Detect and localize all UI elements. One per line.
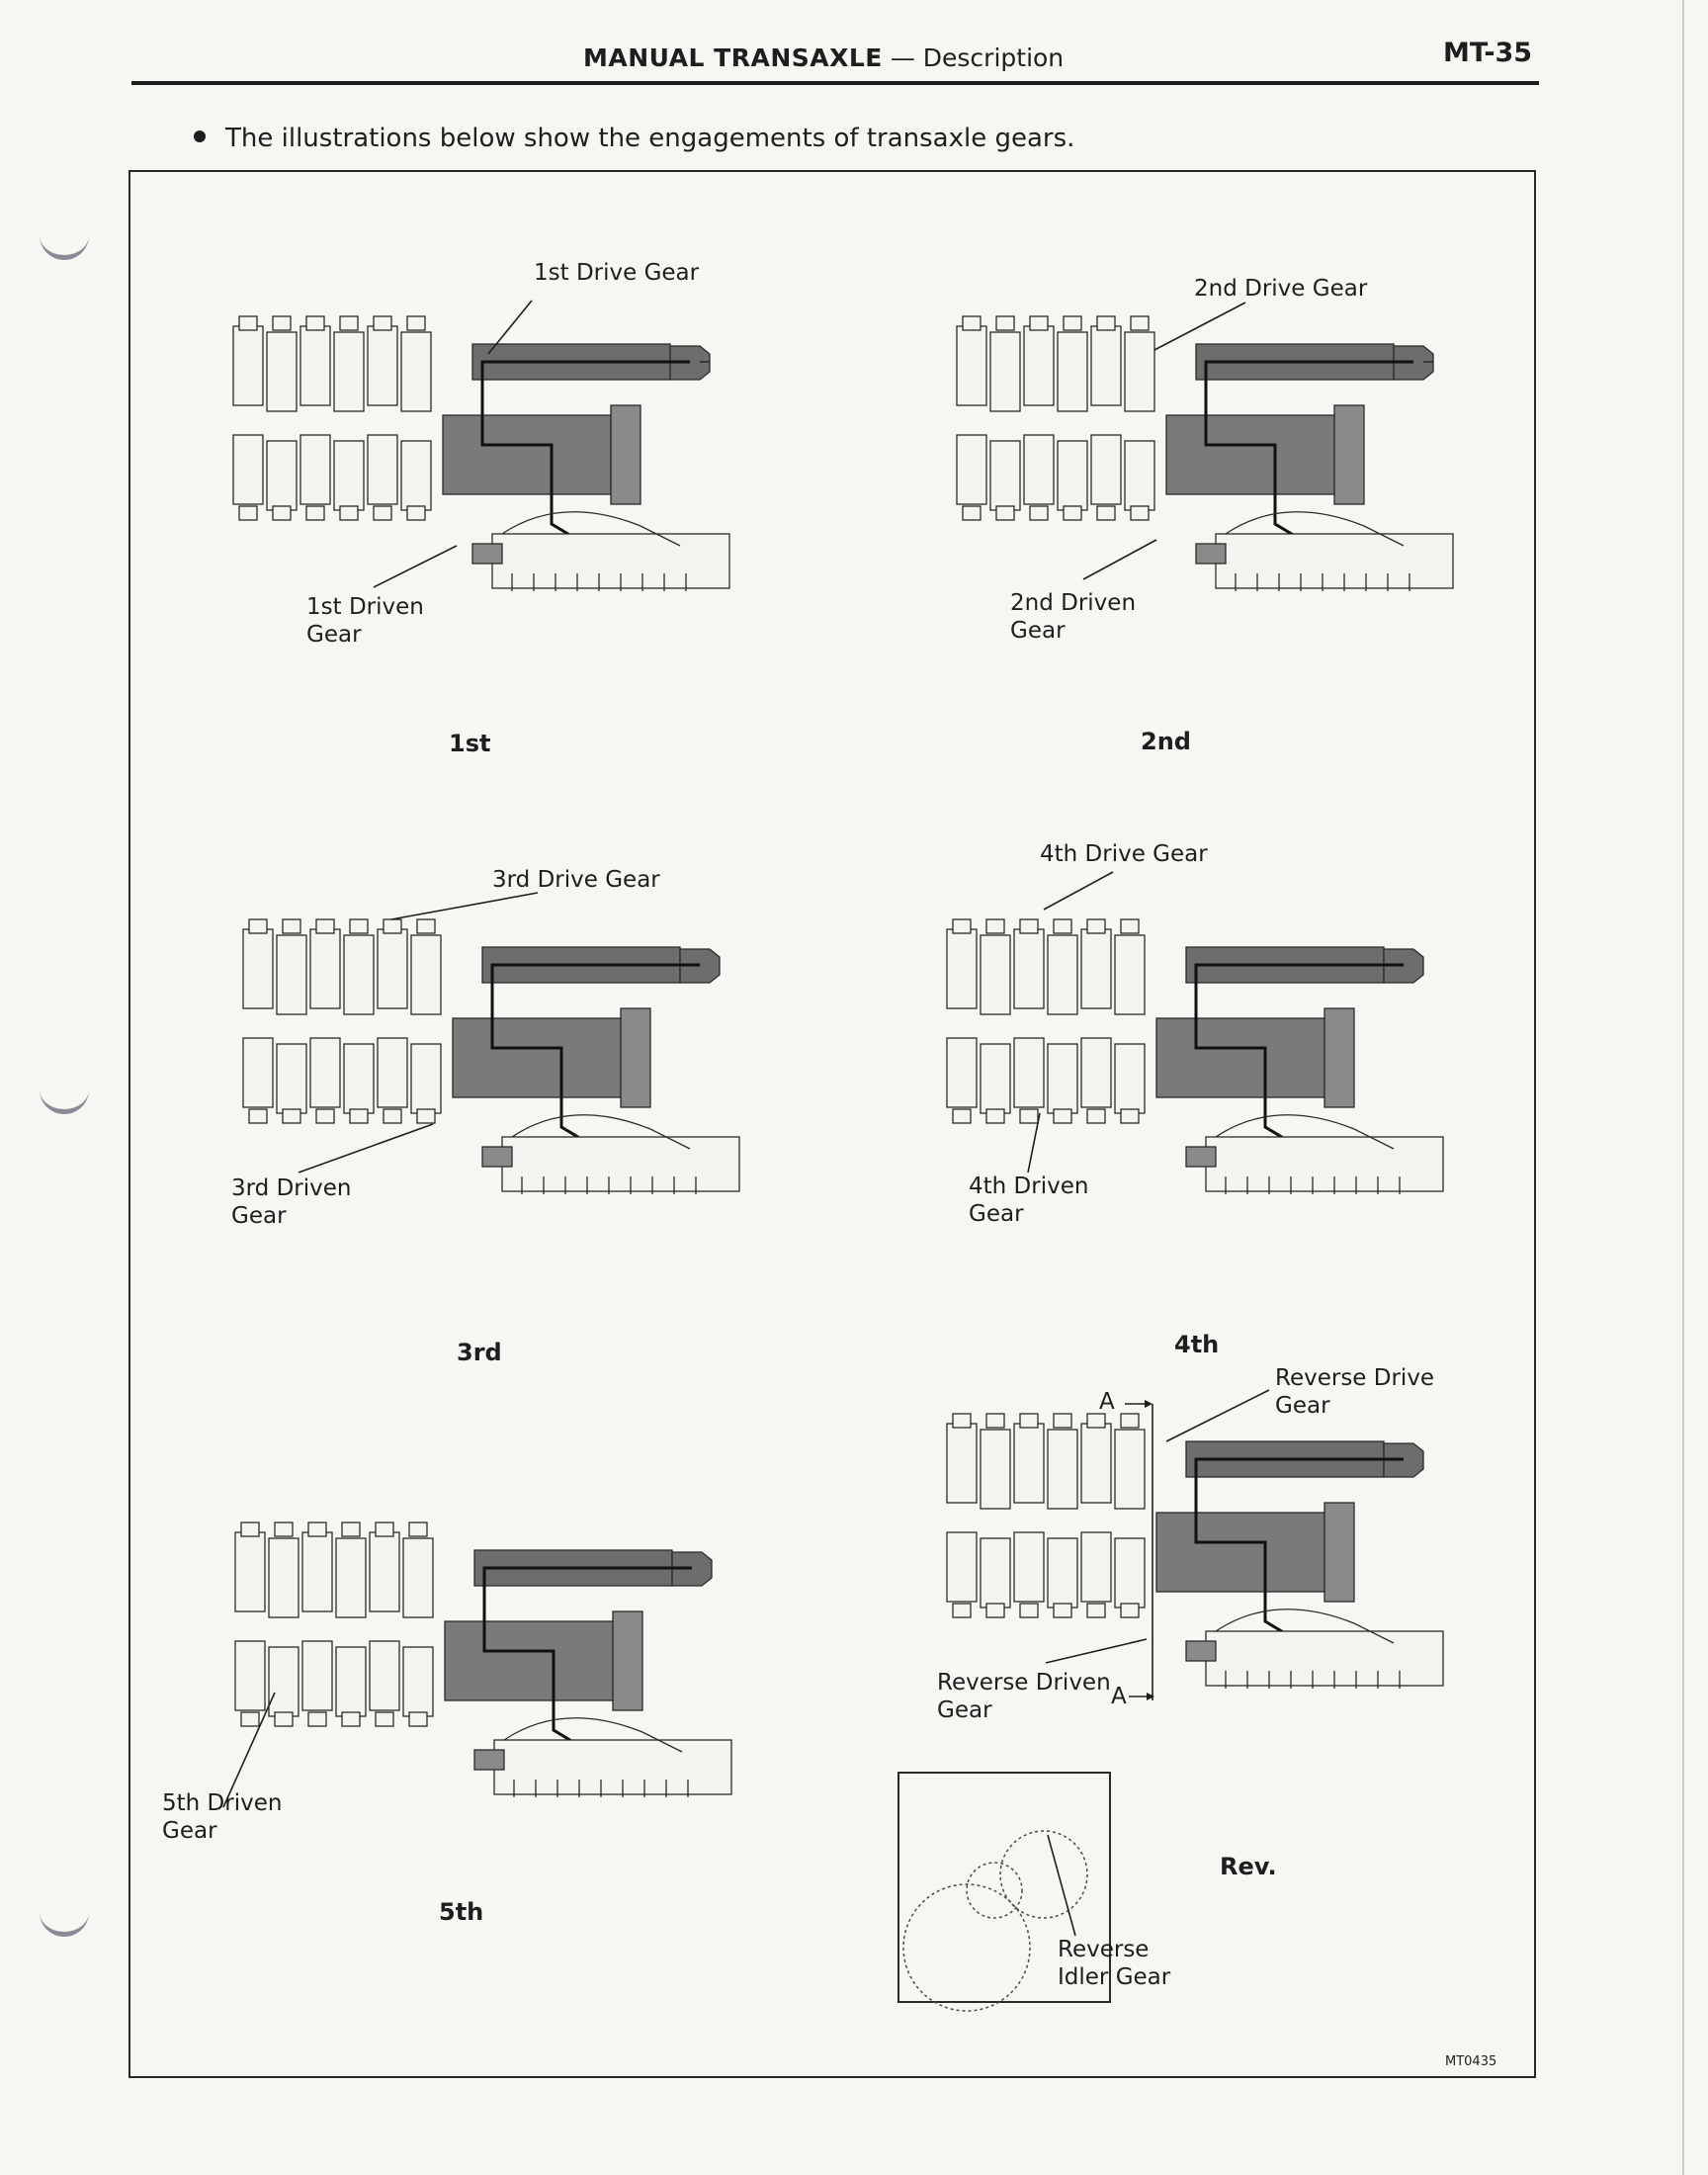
gear-diagram-2nd (956, 315, 1454, 591)
page-number: MT-35 (1443, 38, 1533, 68)
intro-text: The illustrations below show the engagem… (225, 124, 1075, 153)
intro-paragraph: The illustrations below show the engagem… (194, 124, 1074, 153)
label-4th-drive-gear: 4th Drive Gear (1040, 841, 1208, 867)
gear-diagram-rev (946, 1413, 1444, 1689)
header-rule (131, 81, 1539, 85)
binder-hole-mark (40, 1088, 89, 1114)
label-3rd-drive-gear: 3rd Drive Gear (492, 867, 660, 893)
label-line: Reverse Driven (937, 1670, 1111, 1696)
gear-diagram-4th (946, 918, 1444, 1194)
binder-hole-mark (40, 233, 89, 260)
panel-caption-2nd: 2nd (1141, 728, 1191, 755)
panel-caption-rev: Rev. (1220, 1853, 1277, 1880)
binder-hole-mark (40, 1910, 89, 1937)
label-line: Gear (231, 1203, 287, 1229)
gear-diagram-5th (234, 1522, 732, 1797)
panel-caption-5th: 5th (439, 1898, 484, 1926)
label-line: 4th Driven (969, 1174, 1089, 1199)
section-mark-a-top: A (1099, 1389, 1115, 1415)
label-line: Gear (1010, 618, 1066, 644)
idler-inset-frame (897, 1772, 1111, 2003)
label-line: 2nd Driven (1010, 590, 1137, 616)
page-header-title: MANUAL TRANSAXLE — Description (583, 44, 1064, 72)
label-line: 3rd Driven (231, 1175, 352, 1201)
label-1st-drive-gear: 1st Drive Gear (534, 260, 700, 286)
panel-caption-4th: 4th (1174, 1331, 1220, 1358)
panel-caption-3rd: 3rd (457, 1339, 502, 1366)
label-line: Gear (969, 1201, 1024, 1227)
idler-gear-inset (902, 1830, 1088, 2012)
label-line: 5th Driven (162, 1790, 283, 1816)
panel-caption-1st: 1st (449, 730, 491, 757)
section-title: MANUAL TRANSAXLE (583, 44, 883, 72)
label-line: Idler Gear (1058, 1964, 1171, 1990)
label-line: Reverse Drive (1275, 1365, 1435, 1391)
bullet-icon (194, 130, 206, 142)
label-line: Gear (162, 1818, 217, 1844)
label-line: Gear (1275, 1393, 1330, 1419)
gear-diagram-3rd (242, 918, 740, 1194)
label-2nd-drive-gear: 2nd Drive Gear (1194, 276, 1368, 302)
label-line: Gear (937, 1697, 992, 1723)
label-line: Gear (306, 622, 362, 648)
label-line: Reverse (1058, 1937, 1150, 1962)
section-subtitle: — Description (882, 44, 1065, 72)
illustration-frame (128, 170, 1536, 2078)
gear-diagram-1st (232, 315, 730, 591)
label-line: 1st Driven (306, 594, 424, 620)
page-edge (1682, 0, 1684, 2175)
figure-code: MT0435 (1445, 2054, 1497, 2069)
section-mark-a-bottom: A (1111, 1684, 1127, 1709)
